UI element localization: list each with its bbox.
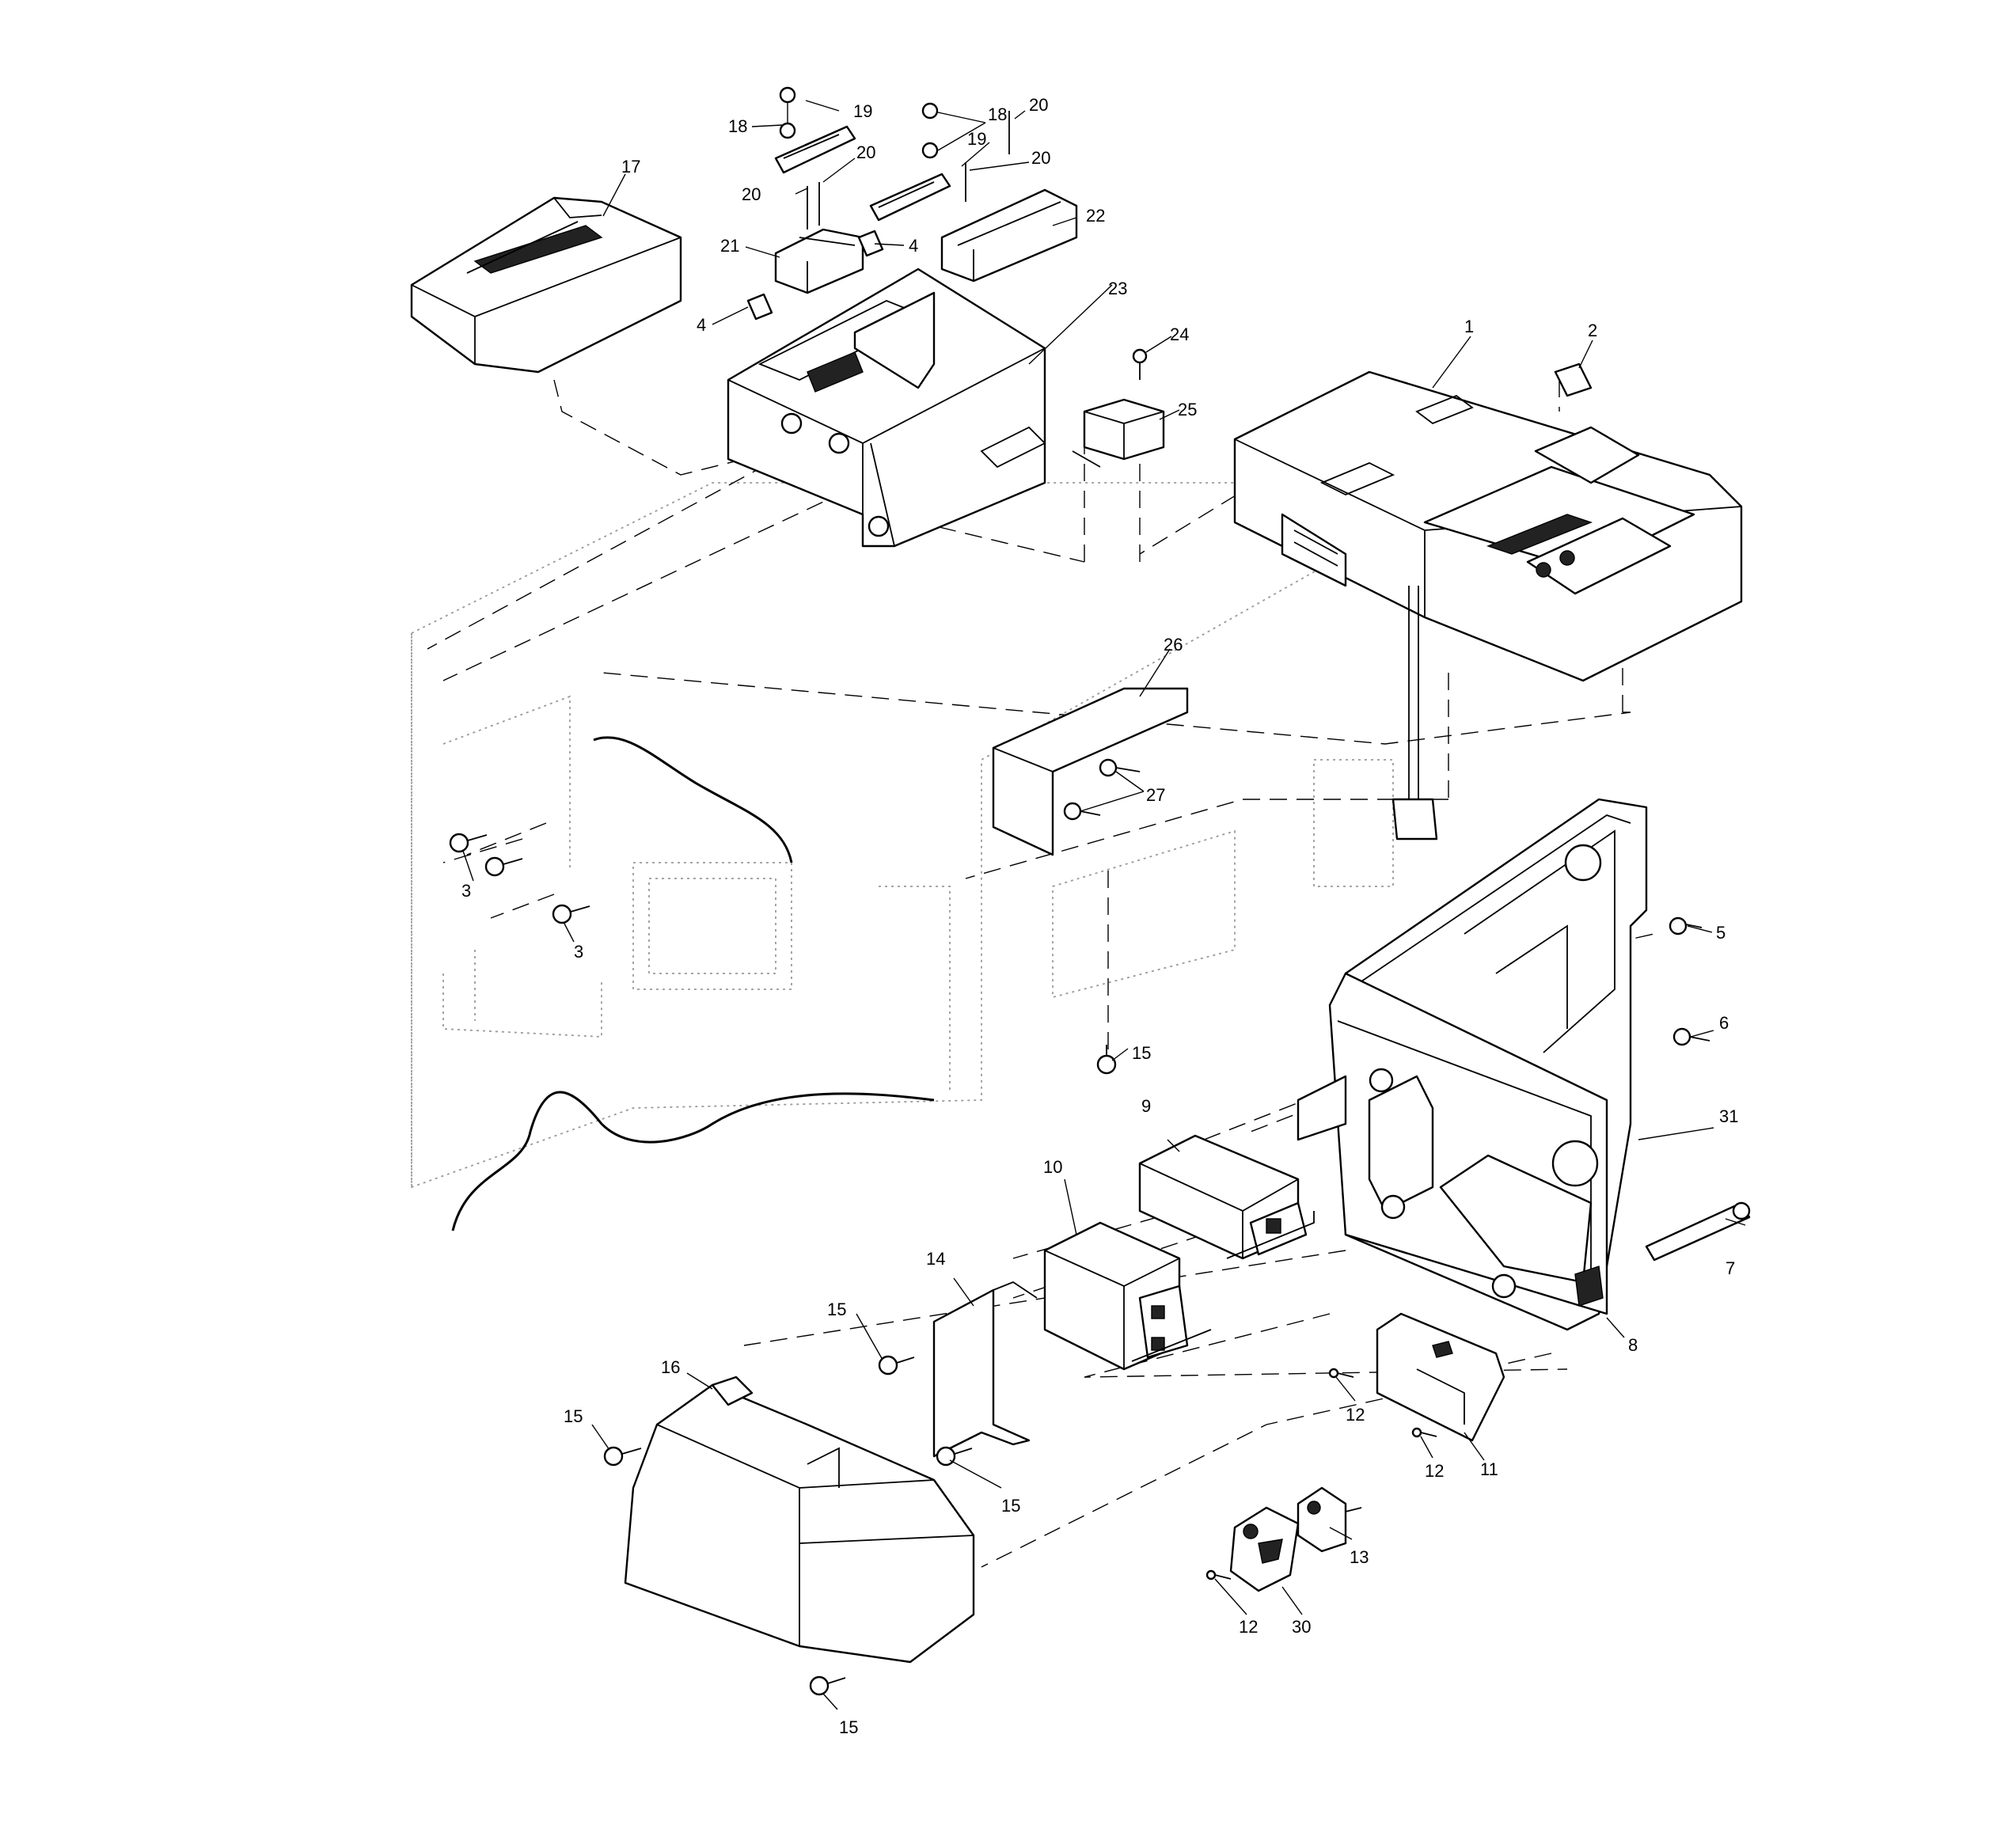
part-18-nuts bbox=[779, 86, 939, 159]
part-8-controller-plate bbox=[1297, 972, 1608, 1315]
part-20-screws bbox=[807, 111, 1010, 230]
part-12-screws bbox=[1205, 1368, 1437, 1580]
callout-7: 7 bbox=[1726, 1258, 1735, 1278]
callout-16: 16 bbox=[661, 1357, 680, 1377]
callout-8: 8 bbox=[1628, 1335, 1638, 1355]
console-cable bbox=[1391, 586, 1438, 841]
part-7-link bbox=[1645, 1201, 1751, 1262]
callout-leader-lines bbox=[462, 100, 1746, 1710]
callout-15-a: 15 bbox=[1132, 1043, 1151, 1063]
callout-20-d: 20 bbox=[1031, 148, 1050, 168]
callout-20-a: 20 bbox=[856, 142, 875, 162]
callout-4-right: 4 bbox=[909, 236, 918, 256]
part-2-key bbox=[1554, 362, 1593, 397]
part-30-sensor bbox=[1229, 1506, 1300, 1592]
part-16-cover bbox=[624, 1376, 975, 1664]
part-9-contactor bbox=[1138, 1134, 1315, 1260]
part-13-sensor bbox=[1297, 1486, 1362, 1553]
part-17-top-cover bbox=[410, 196, 682, 374]
callout-25: 25 bbox=[1178, 400, 1197, 419]
part-6-screw bbox=[1672, 1027, 1710, 1046]
callout-19-right: 19 bbox=[967, 129, 986, 149]
callout-13: 13 bbox=[1350, 1547, 1369, 1567]
part-27-screws bbox=[1063, 758, 1141, 821]
callout-26: 26 bbox=[1164, 635, 1183, 655]
callout-18-left: 18 bbox=[728, 116, 747, 136]
callout-14: 14 bbox=[926, 1249, 945, 1269]
callout-6: 6 bbox=[1719, 1013, 1729, 1033]
part-11-sensor-module bbox=[1376, 1312, 1505, 1442]
callout-27: 27 bbox=[1146, 785, 1165, 805]
part-22-terminal-block bbox=[940, 188, 1078, 283]
callout-15-e: 15 bbox=[839, 1717, 858, 1737]
callout-24: 24 bbox=[1170, 324, 1189, 344]
part-5-screw bbox=[1669, 916, 1703, 935]
callout-2: 2 bbox=[1588, 321, 1597, 340]
callout-23: 23 bbox=[1108, 279, 1127, 298]
callout-4-left: 4 bbox=[697, 315, 706, 335]
callout-15-b: 15 bbox=[827, 1300, 846, 1319]
callout-3-lower: 3 bbox=[574, 942, 583, 962]
callout-9: 9 bbox=[1141, 1096, 1151, 1116]
callout-20-b: 20 bbox=[742, 184, 761, 204]
callout-15-d: 15 bbox=[1001, 1496, 1020, 1516]
part-10-contactor bbox=[1043, 1221, 1212, 1371]
part-19-terminal-strip-left bbox=[774, 125, 856, 174]
callout-15-c: 15 bbox=[564, 1406, 583, 1426]
callout-labels: 1 2 3 3 4 4 5 6 7 8 9 10 11 12 12 12 13 … bbox=[461, 95, 1738, 1737]
callout-12-a: 12 bbox=[1346, 1405, 1365, 1425]
callout-11: 11 bbox=[1480, 1459, 1498, 1479]
callout-10: 10 bbox=[1043, 1157, 1062, 1177]
machine-frame-ghost bbox=[411, 482, 1394, 1189]
callout-31: 31 bbox=[1719, 1106, 1738, 1126]
wire-harness bbox=[451, 736, 935, 1231]
callout-21: 21 bbox=[720, 236, 739, 256]
part-1-control-console bbox=[1233, 370, 1743, 682]
part-24-screw bbox=[1132, 348, 1148, 380]
part-3-screws bbox=[449, 833, 590, 924]
callout-17: 17 bbox=[621, 157, 640, 176]
part-21-terminal-block bbox=[774, 228, 864, 294]
callout-19-left: 19 bbox=[853, 101, 872, 121]
part-23-controller-chassis bbox=[727, 268, 1046, 548]
callout-12-c: 12 bbox=[1239, 1617, 1258, 1637]
part-26-bracket bbox=[992, 687, 1189, 856]
callout-12-b: 12 bbox=[1425, 1461, 1444, 1481]
callout-18-right: 18 bbox=[988, 104, 1007, 124]
callout-5: 5 bbox=[1716, 923, 1726, 943]
callout-1: 1 bbox=[1464, 317, 1474, 336]
callout-3-upper: 3 bbox=[461, 881, 471, 901]
callout-22: 22 bbox=[1086, 206, 1105, 226]
part-14-bracket bbox=[932, 1281, 1038, 1458]
part-25-relay bbox=[1072, 398, 1165, 468]
callout-30: 30 bbox=[1292, 1617, 1311, 1637]
part-4-clamps bbox=[746, 230, 884, 321]
part-19-terminal-strip-right bbox=[869, 173, 951, 222]
callout-20-c: 20 bbox=[1029, 95, 1048, 115]
